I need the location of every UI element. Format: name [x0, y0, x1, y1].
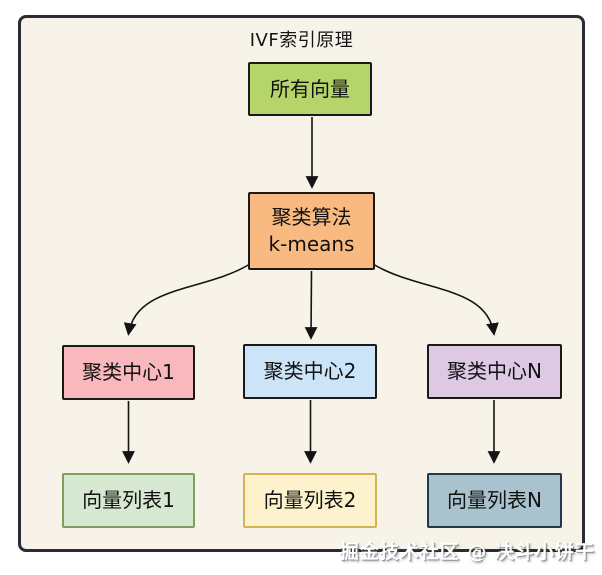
node-kmeans: 聚类算法 k-means: [248, 192, 375, 270]
node-vector-list-n: 向量列表N: [427, 473, 562, 528]
node-cluster-center-1: 聚类中心1: [62, 345, 195, 400]
node-cluster-center-n: 聚类中心N: [427, 344, 562, 399]
node-vector-list-1-label: 向量列表1: [82, 488, 175, 512]
node-all-vectors: 所有向量: [248, 62, 372, 116]
node-vector-list-n-label: 向量列表N: [447, 488, 542, 512]
node-cluster-center-2: 聚类中心2: [243, 344, 377, 399]
node-kmeans-label: 聚类算法 k-means: [268, 205, 355, 256]
node-vector-list-1: 向量列表1: [62, 473, 195, 528]
node-all-vectors-label: 所有向量: [270, 76, 350, 101]
node-cluster-center-1-label: 聚类中心1: [82, 360, 175, 384]
node-cluster-center-n-label: 聚类中心N: [447, 359, 542, 383]
diagram-title: IVF索引原理: [249, 30, 354, 51]
watermark: 掘金技术社区 @ 决斗小饼干: [339, 541, 595, 563]
node-vector-list-2: 向量列表2: [243, 473, 377, 528]
node-cluster-center-2-label: 聚类中心2: [263, 359, 357, 383]
node-vector-list-2-label: 向量列表2: [263, 488, 357, 512]
